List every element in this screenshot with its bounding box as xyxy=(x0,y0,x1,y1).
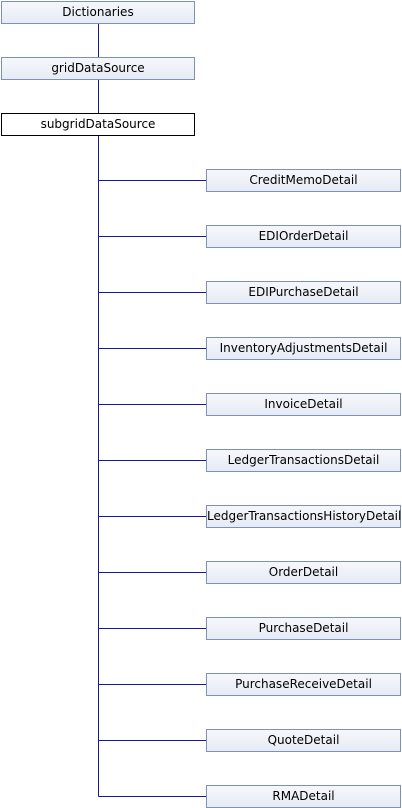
class-node-ledgertransactionshistorydetail[interactable]: LedgerTransactionsHistoryDetail xyxy=(206,505,401,528)
class-node-purchasedetail[interactable]: PurchaseDetail xyxy=(206,617,401,640)
class-node-label: InventoryAdjustmentsDetail xyxy=(219,341,388,355)
class-node-quotedetail[interactable]: QuoteDetail xyxy=(206,729,401,752)
class-node-edipurchasedetail[interactable]: EDIPurchaseDetail xyxy=(206,281,401,304)
class-node-label: PurchaseDetail xyxy=(258,621,349,635)
class-node-invoicedetail[interactable]: InvoiceDetail xyxy=(206,393,401,416)
class-node-label: CreditMemoDetail xyxy=(249,173,358,187)
class-node-label: EDIPurchaseDetail xyxy=(248,285,359,299)
class-node-ediorderdetail[interactable]: EDIOrderDetail xyxy=(206,225,401,248)
class-node-purchasereceivedetail[interactable]: PurchaseReceiveDetail xyxy=(206,673,401,696)
class-node-label: PurchaseReceiveDetail xyxy=(235,677,372,691)
class-node-label: subgridDataSource xyxy=(40,117,156,131)
class-node-subgriddatasource: subgridDataSource xyxy=(1,113,195,136)
class-node-label: QuoteDetail xyxy=(267,733,340,747)
class-node-label: LedgerTransactionsDetail xyxy=(227,453,380,467)
class-node-griddatasource[interactable]: gridDataSource xyxy=(1,57,195,80)
class-node-label: LedgerTransactionsHistoryDetail xyxy=(207,509,402,523)
class-node-creditmemodetail[interactable]: CreditMemoDetail xyxy=(206,169,401,192)
class-node-orderdetail[interactable]: OrderDetail xyxy=(206,561,401,584)
class-node-inventoryadjustmentsdetail[interactable]: InventoryAdjustmentsDetail xyxy=(206,337,401,360)
class-node-label: OrderDetail xyxy=(268,565,339,579)
class-node-label: EDIOrderDetail xyxy=(258,229,349,243)
class-node-label: RMADetail xyxy=(272,789,335,803)
class-node-rmadetail[interactable]: RMADetail xyxy=(206,785,401,808)
class-node-label: InvoiceDetail xyxy=(264,397,343,411)
class-node-label: gridDataSource xyxy=(51,61,145,75)
class-node-ledgertransactionsdetail[interactable]: LedgerTransactionsDetail xyxy=(206,449,401,472)
class-node-label: Dictionaries xyxy=(62,5,134,19)
class-node-dictionaries[interactable]: Dictionaries xyxy=(1,1,195,24)
